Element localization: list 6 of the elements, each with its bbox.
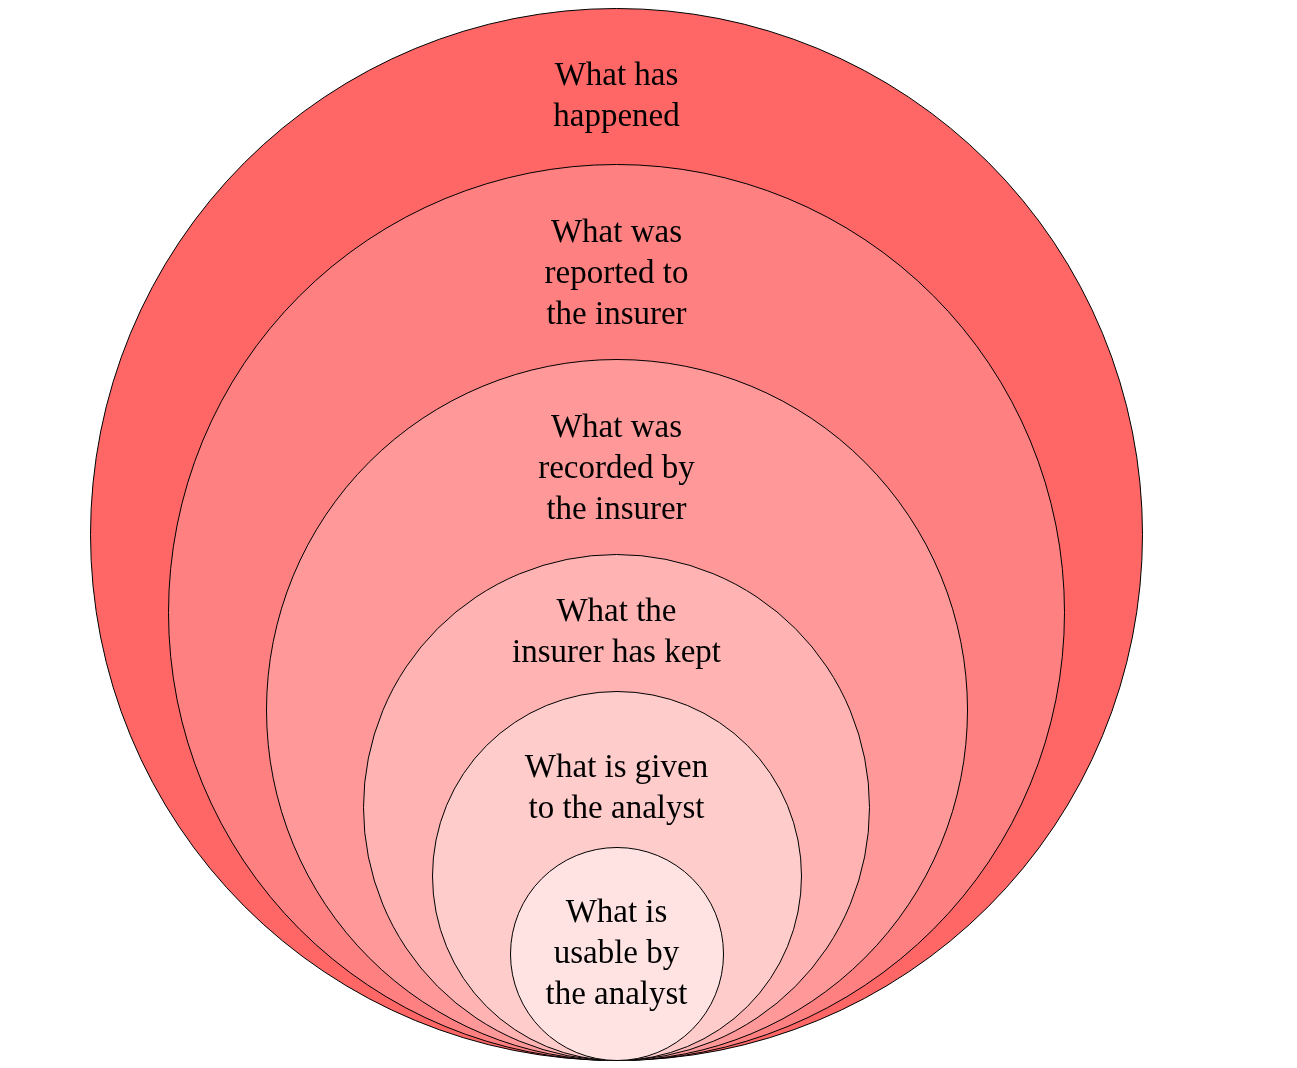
circle-label: What is usable by the analyst	[545, 892, 688, 1013]
circle-label: What was reported to the insurer	[544, 212, 689, 333]
circle-label: What was recorded by the insurer	[538, 407, 695, 528]
circle-label: What the insurer has kept	[512, 591, 721, 671]
circle-label: What has happened	[553, 55, 680, 135]
circle-label: What is given to the analyst	[524, 747, 709, 827]
